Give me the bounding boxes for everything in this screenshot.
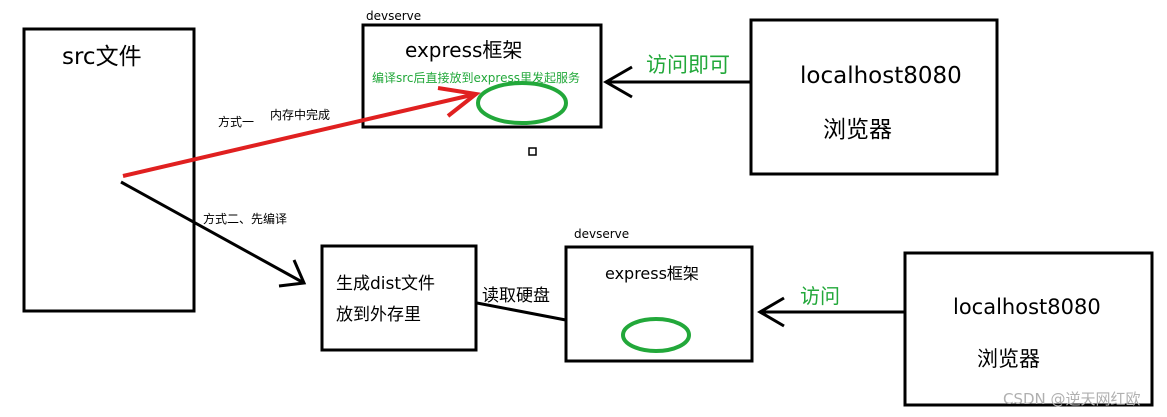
top-browser-label: 浏览器 [823,117,892,143]
bottom-browser-box [903,251,1154,407]
bottom-express-ellipse [621,317,691,353]
top-devserve-label: devserve [366,9,421,23]
bottom-browser-label: 浏览器 [977,347,1040,371]
top-access-label: 访问即可 [646,53,730,77]
method-one-memory-label: 内存中完成 [270,107,330,122]
dist-box-line2: 放到外存里 [336,305,421,325]
top-express-ellipse [476,81,568,125]
method-two-arrowhead [278,259,307,288]
top-express-note: 编译src后直接放到express里发起服务 [372,70,580,85]
bottom-devserve-label: devserve [574,227,629,241]
small-square-marker [528,147,537,156]
src-box [22,27,196,313]
method-two-arrow-line [120,180,305,285]
method-one-arrowhead [437,86,481,118]
src-box-label: src文件 [62,44,142,70]
dist-box-line1: 生成dist文件 [336,274,435,294]
bottom-access-arrowhead [757,296,785,328]
csdn-watermark: CSDN @逆天网红欧 [1003,390,1141,408]
top-access-arrowhead [602,65,633,99]
read-disk-label: 读取硬盘 [482,286,550,306]
bottom-browser-host: localhost8080 [953,295,1101,319]
bottom-access-label: 访问 [800,284,840,308]
method-one-arrow-line [122,92,477,178]
top-browser-box [749,18,999,176]
method-two-label: 方式二、先编译 [203,211,287,226]
method-one-label: 方式一 [218,114,254,129]
dist-box [320,244,478,352]
bottom-express-box [564,245,754,363]
top-express-title: express框架 [405,38,522,62]
top-browser-host: localhost8080 [800,63,962,89]
bottom-express-title: express框架 [605,264,699,283]
